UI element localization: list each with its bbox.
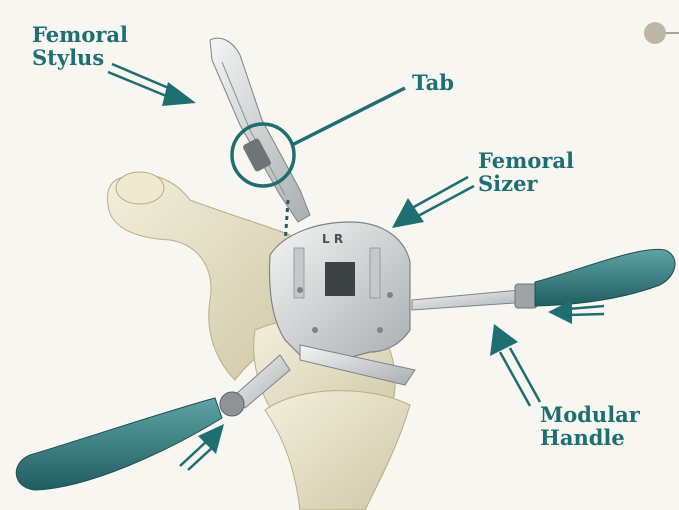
label-femoral-sizer-line1: Femoral bbox=[478, 150, 574, 173]
label-femoral-stylus-line1: Femoral bbox=[32, 24, 128, 47]
arrow-femoral-sizer bbox=[392, 177, 474, 228]
label-femoral-sizer-line2: Sizer bbox=[478, 173, 574, 196]
label-modular-handle: Modular Handle bbox=[540, 404, 640, 449]
label-modular-handle-line1: Modular bbox=[540, 404, 640, 427]
label-tab-text: Tab bbox=[412, 72, 454, 95]
tibia-bone bbox=[265, 391, 410, 510]
label-femoral-stylus: Femoral Stylus bbox=[32, 24, 128, 69]
sizer-engraving: L R bbox=[322, 232, 343, 246]
label-femoral-stylus-line2: Stylus bbox=[32, 47, 128, 70]
label-tab: Tab bbox=[412, 72, 454, 95]
arrow-modular-handle bbox=[490, 324, 540, 406]
modular-handle-right bbox=[412, 249, 675, 310]
label-modular-handle-line2: Handle bbox=[540, 427, 640, 450]
label-femoral-sizer: Femoral Sizer bbox=[478, 150, 574, 195]
corner-marker bbox=[644, 22, 679, 44]
modular-handle-left bbox=[16, 355, 290, 490]
arrow-femoral-stylus bbox=[108, 64, 196, 106]
